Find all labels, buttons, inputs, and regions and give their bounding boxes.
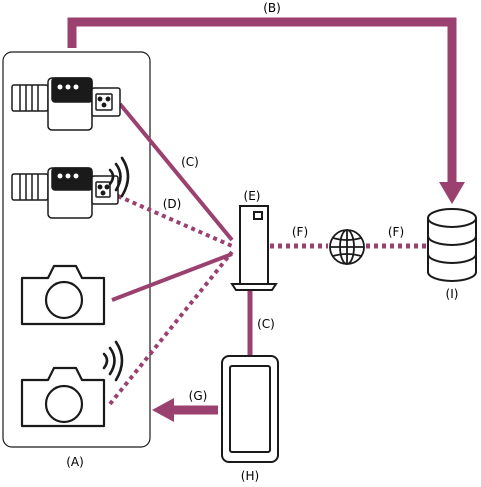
upload-arrow-b: [67, 17, 465, 204]
label-f-right: (F): [388, 225, 404, 239]
label-f-left: (F): [292, 225, 308, 239]
label-c-lower: (C): [257, 317, 275, 331]
globe-icon: [329, 229, 365, 265]
wireless-line-d2: [108, 250, 234, 406]
transfer-arrow-g: [152, 398, 218, 422]
wired-line-c2: [111, 252, 233, 302]
smartphone-icon: [221, 355, 279, 463]
label-e: (E): [244, 189, 261, 203]
photo-camera-icon: [20, 264, 106, 326]
database-icon: [427, 208, 477, 282]
server-tower-icon: [230, 205, 278, 291]
label-b: (B): [263, 1, 281, 15]
wired-line-c1: [118, 102, 234, 242]
label-d: (D): [163, 197, 182, 211]
video-camera-wireless-icon: [11, 167, 119, 219]
video-camera-icon: [11, 77, 121, 131]
label-c-upper: (C): [181, 155, 199, 169]
wireless-waves-icon: [102, 340, 124, 382]
label-h: (H): [241, 469, 259, 483]
device-group-box: [2, 51, 151, 448]
photo-camera-wireless-icon: [20, 366, 106, 428]
label-g: (G): [189, 389, 208, 403]
wireless-waves-icon: [108, 156, 130, 198]
label-i: (I): [446, 287, 459, 301]
label-a: (A): [66, 455, 84, 469]
